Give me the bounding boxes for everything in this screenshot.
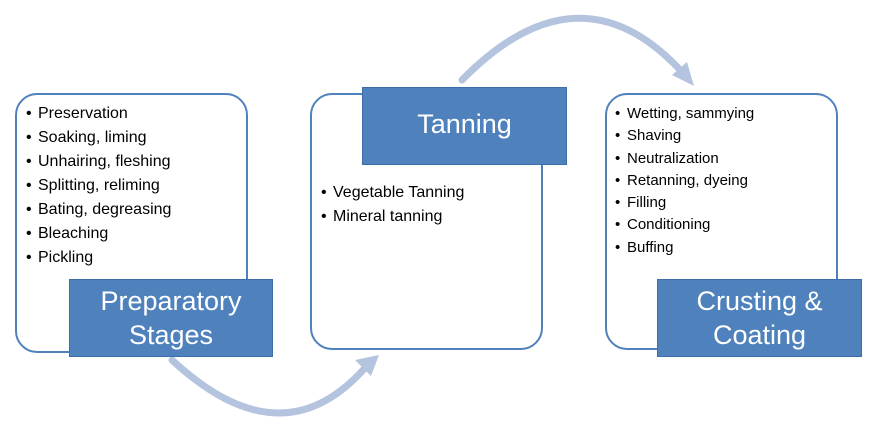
arrow-tanning-to-crusting [458, 14, 687, 84]
list-item: Bleaching [26, 222, 171, 246]
arrow-prep-to-tanning-head [355, 355, 379, 376]
list-item: Bating, degreasing [26, 198, 171, 222]
list-item: Pickling [26, 246, 171, 270]
preparatory-stages-list: Preservation Soaking, liming Unhairing, … [26, 102, 171, 270]
list-item: Mineral tanning [321, 205, 464, 229]
crusting-coating-title: Crusting & Coating [657, 279, 862, 357]
list-item: Buffing [615, 237, 754, 260]
tanning-title: Tanning [362, 87, 567, 165]
list-item: Filling [615, 192, 754, 215]
list-item: Preservation [26, 102, 171, 126]
crusting-coating-list: Wetting, sammying Shaving Neutralization… [615, 103, 754, 259]
list-item: Wetting, sammying [615, 103, 754, 126]
list-item: Retanning, dyeing [615, 170, 754, 193]
arrow-prep-to-tanning [168, 356, 374, 417]
list-item: Shaving [615, 125, 754, 148]
list-item: Conditioning [615, 214, 754, 237]
preparatory-stages-title: Preparatory Stages [69, 279, 273, 357]
list-item: Unhairing, fleshing [26, 150, 171, 174]
list-item: Splitting, reliming [26, 174, 171, 198]
list-item: Vegetable Tanning [321, 181, 464, 205]
list-item: Neutralization [615, 148, 754, 171]
tanning-list: Vegetable Tanning Mineral tanning [321, 181, 464, 229]
arrow-tanning-to-crusting-head [672, 62, 694, 86]
list-item: Soaking, liming [26, 126, 171, 150]
